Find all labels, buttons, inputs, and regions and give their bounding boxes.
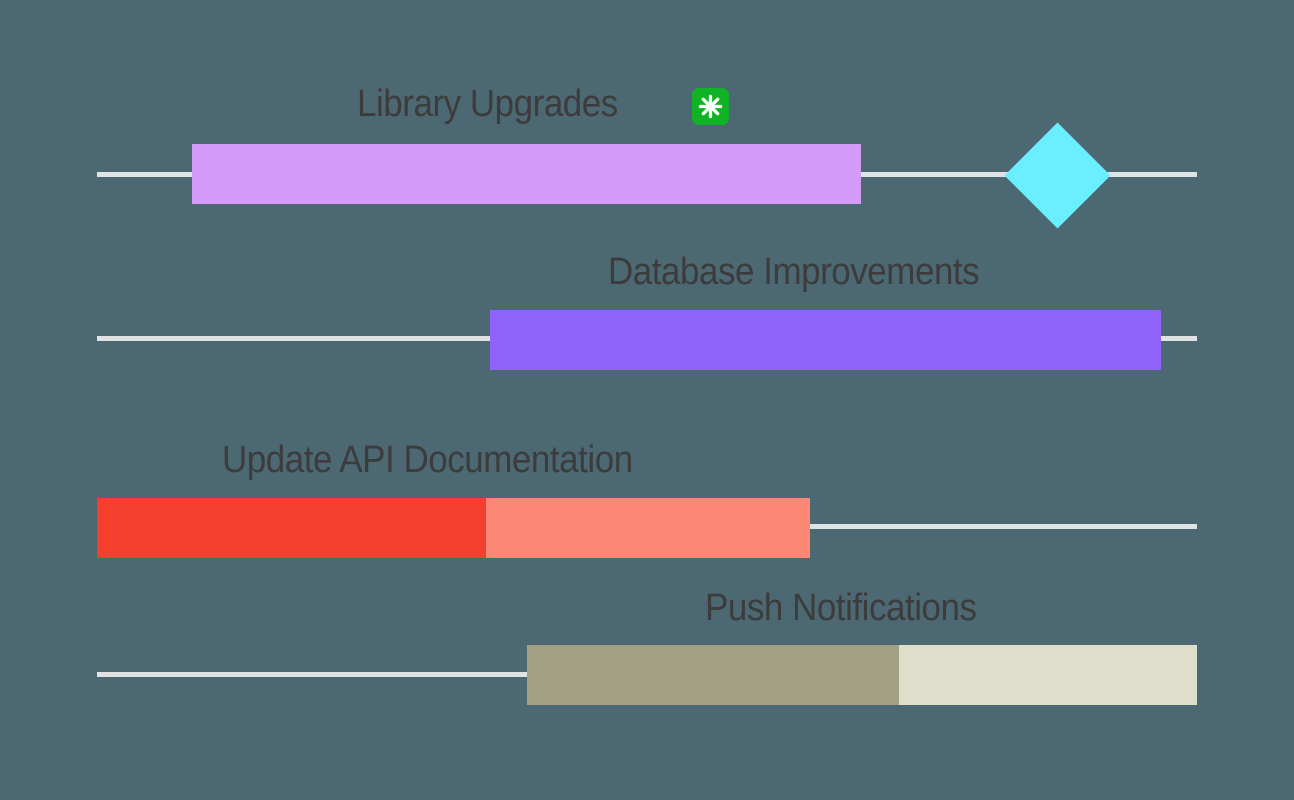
task-bar[interactable] [192, 144, 861, 204]
task-bar-progress-fill [97, 498, 486, 558]
task-label: Library Upgrades [357, 83, 618, 125]
task-bar-progress-fill [527, 645, 899, 705]
task-label: Update API Documentation [222, 439, 633, 481]
milestone-diamond-marker[interactable] [1004, 122, 1111, 229]
task-bar[interactable] [527, 645, 1197, 705]
task-label: Push Notifications [705, 587, 977, 629]
task-bar[interactable] [490, 310, 1161, 370]
task-bar[interactable] [97, 498, 810, 558]
green-asterisk-badge-icon[interactable] [692, 88, 729, 125]
task-label: Database Improvements [608, 251, 980, 293]
